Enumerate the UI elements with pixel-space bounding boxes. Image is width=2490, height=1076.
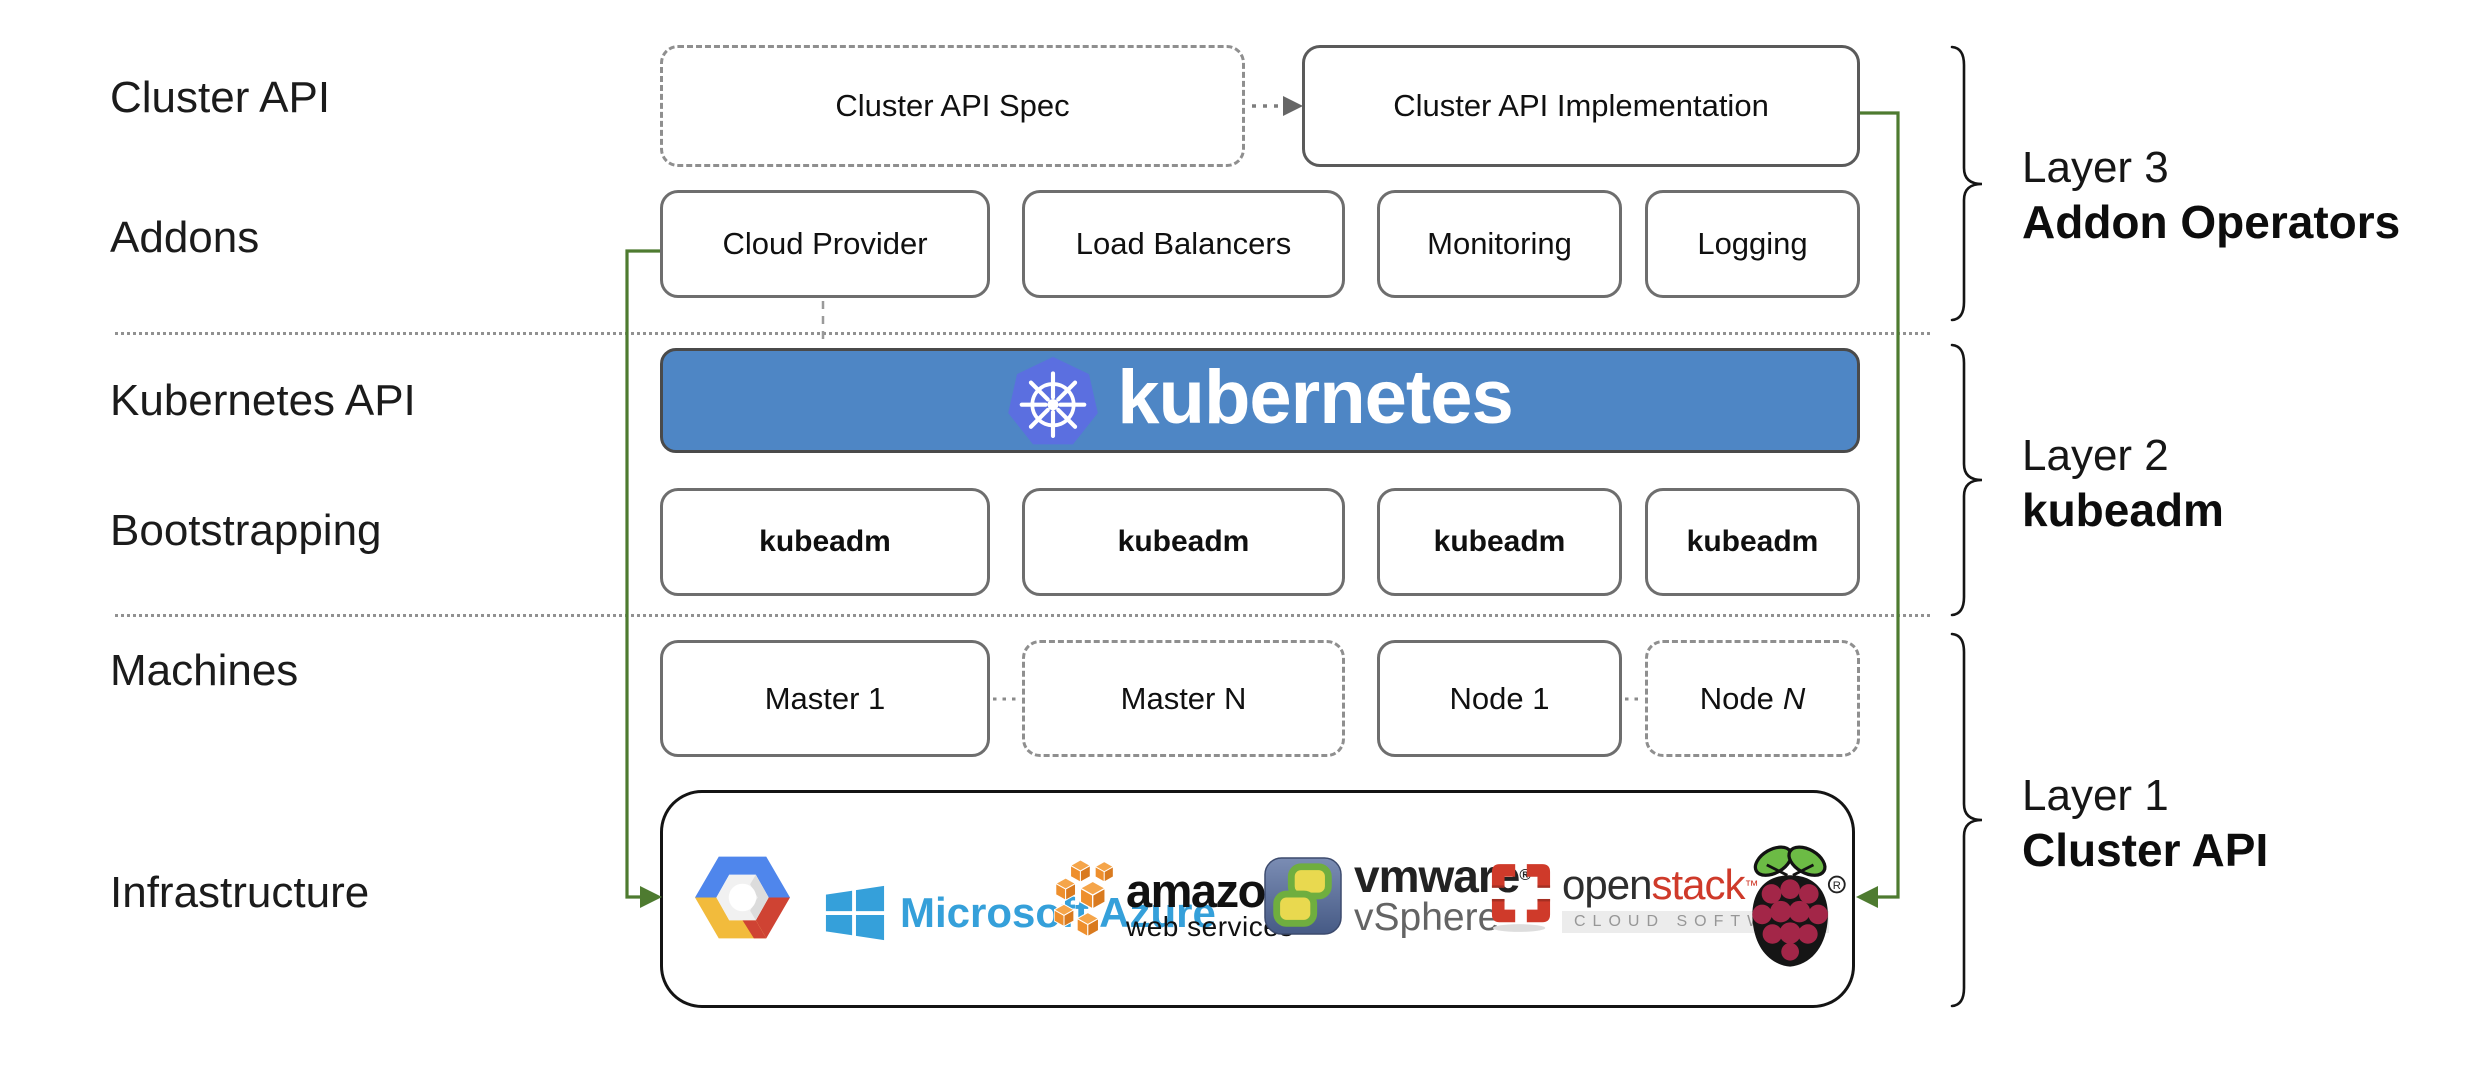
layer-2-subtitle: kubeadm xyxy=(2022,484,2224,536)
cluster-api-spec-label: Cluster API Spec xyxy=(835,88,1070,123)
kubeadm-label: kubeadm xyxy=(1117,525,1250,558)
node-1-label: Node 1 xyxy=(1449,680,1550,716)
layer-2-title: Layer 2 xyxy=(2022,431,2169,480)
layer-1-title: Layer 1 xyxy=(2022,771,2169,820)
cloud-provider-box: Cloud Provider xyxy=(660,190,990,298)
cluster-api-implementation-box: Cluster API Implementation xyxy=(1302,45,1860,167)
layer-3-label: Layer 3 Addon Operators xyxy=(2022,142,2400,250)
label-addons: Addons xyxy=(110,213,260,262)
impl-to-infra-connector xyxy=(1860,111,1900,899)
node-1-box: Node 1 xyxy=(1377,640,1622,757)
layer-3-title: Layer 3 xyxy=(2022,143,2169,192)
label-bootstrapping: Bootstrapping xyxy=(110,506,382,555)
kubernetes-wordmark: kubernetes xyxy=(1117,354,1513,440)
master-n-label: Master N xyxy=(1120,680,1247,716)
cloud-provider-to-infra-arrowhead xyxy=(640,886,662,908)
vmware-vsphere-logo: vmware® vSphere xyxy=(1264,853,1531,939)
cloud-provider-label: Cloud Provider xyxy=(722,226,928,261)
label-machines: Machines xyxy=(110,646,299,695)
openstack-stack: stack xyxy=(1651,860,1745,908)
kubeadm-box-1: kubeadm xyxy=(660,488,990,596)
label-kubernetes-api: Kubernetes API xyxy=(110,376,416,425)
trademark-mark: ™ xyxy=(1744,876,1758,893)
raspberry-pi-logo: R xyxy=(1736,832,1848,980)
cluster-api-spec-box: Cluster API Spec xyxy=(660,45,1245,167)
kubeadm-box-4: kubeadm xyxy=(1645,488,1860,596)
kubeadm-label: kubeadm xyxy=(1686,525,1819,558)
master-n-box: Master N xyxy=(1022,640,1345,757)
node-n-label: Node xyxy=(1699,680,1774,716)
kubeadm-label: kubeadm xyxy=(759,525,891,558)
logging-label: Logging xyxy=(1697,226,1808,261)
cloud-provider-to-infra-connector xyxy=(625,249,660,899)
label-cluster-api: Cluster API xyxy=(110,73,331,122)
layer-2-label: Layer 2 kubeadm xyxy=(2022,430,2224,538)
layer-1-subtitle: Cluster API xyxy=(2022,824,2269,876)
openstack-open: open xyxy=(1562,860,1652,908)
kubeadm-box-3: kubeadm xyxy=(1377,488,1622,596)
impl-to-infra-arrowhead xyxy=(1856,886,1878,908)
monitoring-box: Monitoring xyxy=(1377,190,1622,298)
vmware-wordmark: vmware® vSphere xyxy=(1354,853,1531,939)
registered-mark: ® xyxy=(1519,867,1531,884)
kubeadm-label: kubeadm xyxy=(1433,525,1566,558)
label-infrastructure: Infrastructure xyxy=(110,868,370,917)
google-cloud-hexagon-icon xyxy=(695,856,790,939)
node-n-variable: N xyxy=(1782,680,1806,716)
separator-addons-kubernetes xyxy=(115,332,1930,335)
kubernetes-banner: kubernetes xyxy=(660,348,1860,453)
load-balancers-box: Load Balancers xyxy=(1022,190,1345,298)
load-balancers-label: Load Balancers xyxy=(1075,226,1292,261)
openstack-icon xyxy=(1491,864,1551,932)
aws-logo: amazon web services xyxy=(1054,860,1294,952)
layer-1-brace xyxy=(1950,632,1983,1008)
layer-3-brace xyxy=(1950,45,1983,322)
separator-bootstrapping-machines xyxy=(115,614,1930,617)
layer-3-subtitle: Addon Operators xyxy=(2022,196,2401,248)
monitoring-label: Monitoring xyxy=(1427,226,1572,261)
node-n-box: Node N xyxy=(1645,640,1860,757)
vsphere-label: vSphere xyxy=(1354,896,1500,939)
google-cloud-logo xyxy=(695,850,790,945)
raspberry-pi-icon: R xyxy=(1752,845,1846,967)
layer-2-brace xyxy=(1950,343,1983,617)
kubeadm-box-2: kubeadm xyxy=(1022,488,1345,596)
master-1-box: Master 1 xyxy=(660,640,990,757)
registered-mark: R xyxy=(1833,880,1841,892)
logging-box: Logging xyxy=(1645,190,1860,298)
master-1-label: Master 1 xyxy=(764,680,886,716)
kubernetes-logo-icon xyxy=(1008,356,1099,444)
cluster-api-implementation-label: Cluster API Implementation xyxy=(1393,88,1769,123)
layer-1-label: Layer 1 Cluster API xyxy=(2022,770,2268,878)
vsphere-icon xyxy=(1264,857,1342,935)
spec-to-impl-arrowhead xyxy=(1283,96,1303,116)
windows-icon xyxy=(825,885,885,941)
aws-cubes-icon xyxy=(1054,860,1114,938)
